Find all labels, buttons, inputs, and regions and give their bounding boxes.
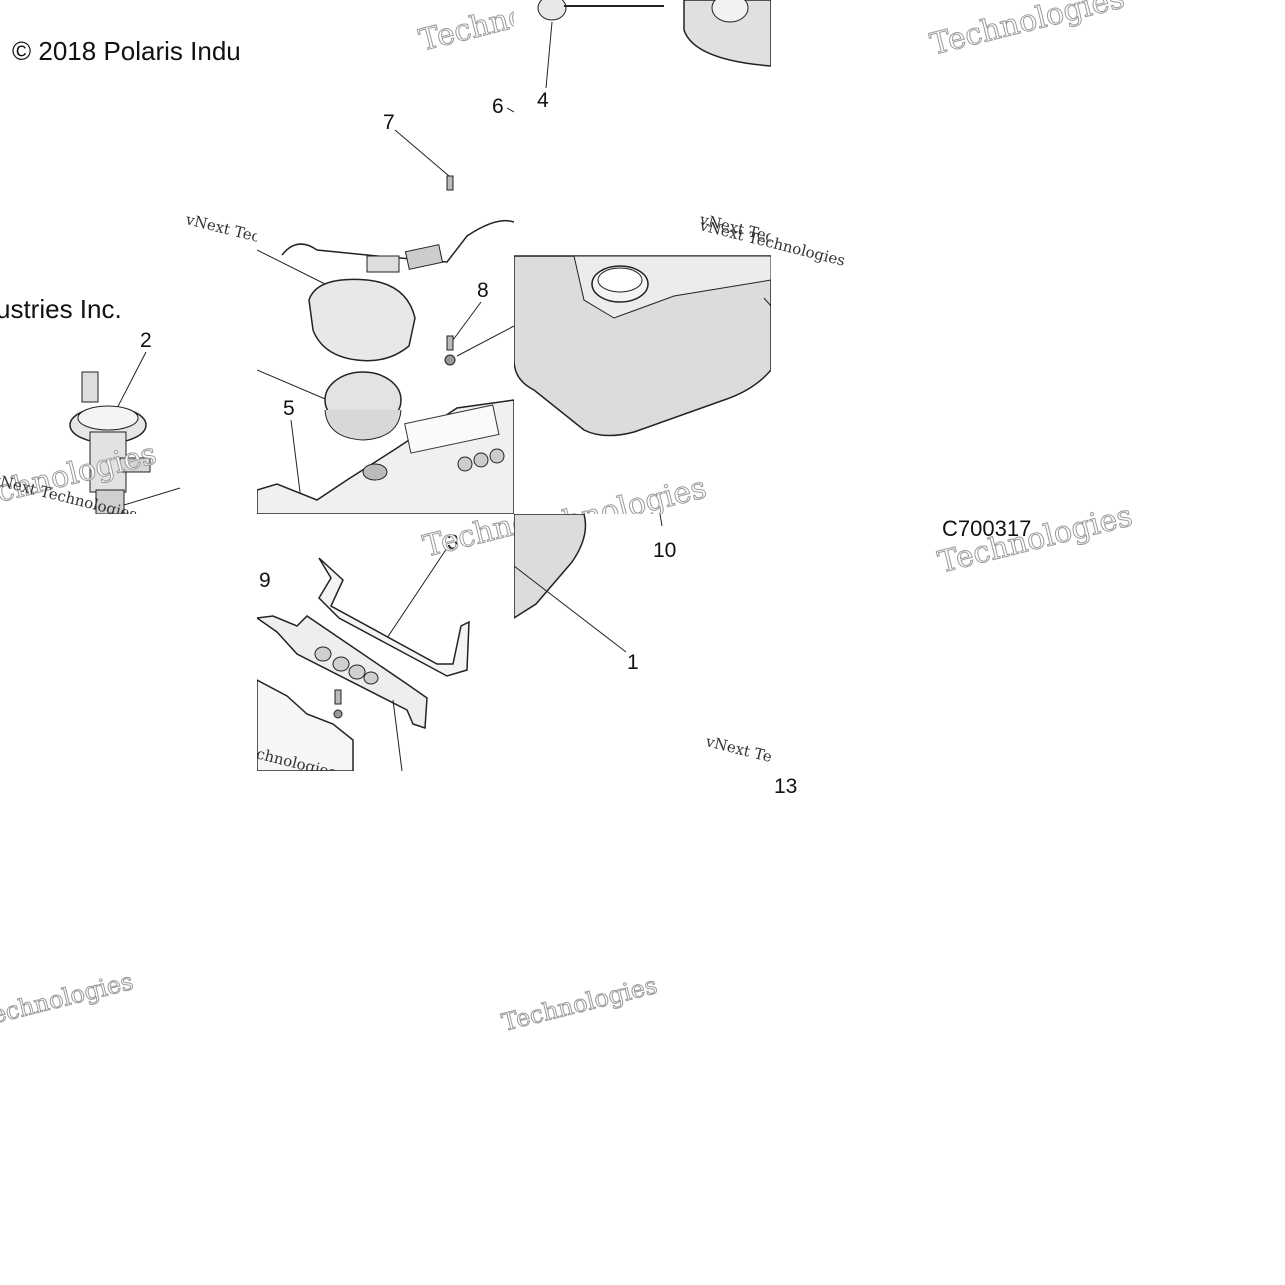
callout-2: 2 [140, 329, 152, 352]
callout-8: 8 [477, 279, 489, 302]
watermark-techno: Technologies [934, 498, 1136, 581]
diagram-tile-left: © 2018 Polaris Indu ustries Inc. 2 Techn… [0, 0, 257, 514]
diagram-tile-right: 4 vNext Technologies Technologies [514, 0, 771, 514]
callout-10: 10 [653, 539, 677, 562]
watermark-techno: Technologies [926, 0, 1128, 63]
diagram-tile-bottom-right: 10 1 vNext Technologies [514, 514, 771, 771]
callout-7: 7 [383, 111, 395, 134]
callout-1: 1 [627, 651, 639, 674]
diagram-tile-center: Technologies 6 7 8 11 5 [257, 0, 514, 514]
callout-13: 13 [774, 775, 798, 798]
watermark-techno: Technologies [498, 971, 660, 1038]
copyright-text-top: © 2018 Polaris Indu [12, 36, 241, 66]
diagram-tile-bottom-left: 3 9 vNext Technologies Technologies [257, 514, 514, 771]
tank-strap-bracket-drawing [257, 547, 470, 771]
tank-bottom-drawing [514, 514, 663, 653]
callout-5: 5 [283, 397, 295, 420]
fuel-tank-parts-drawing [257, 107, 514, 514]
fuel-tank-body-drawing [514, 0, 771, 437]
callout-9: 9 [259, 569, 271, 592]
callout-3: 3 [447, 531, 459, 554]
callout-4: 4 [537, 89, 549, 112]
figure-code: C700317 [942, 516, 1032, 541]
fuel-pump-assembly-drawing [69, 351, 181, 514]
watermark-techno: Technologies [0, 967, 136, 1034]
copyright-text-bottom: ustries Inc. [0, 294, 122, 324]
callout-6: 6 [492, 95, 504, 118]
